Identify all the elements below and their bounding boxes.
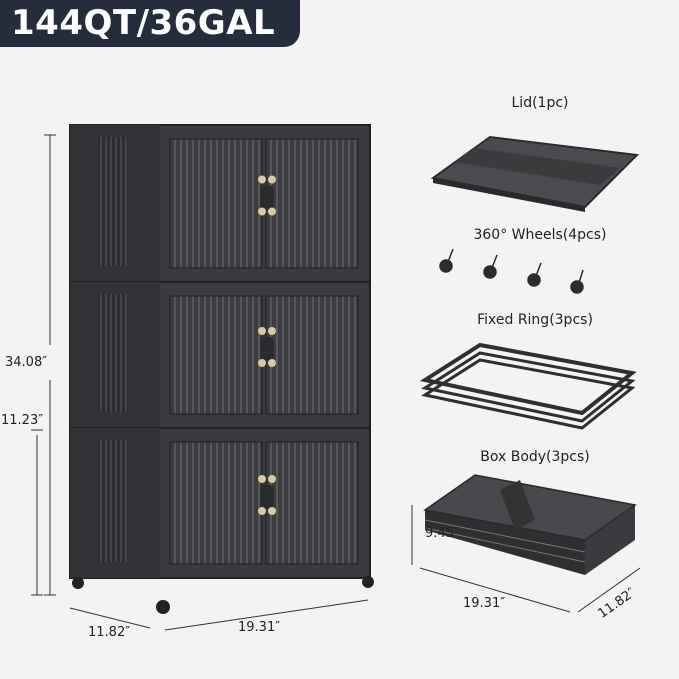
part-label-ring: Fixed Ring(3pcs) [477,312,593,328]
door-knob [268,359,276,367]
part-label-wheels: 360° Wheels(4pcs) [473,227,607,243]
door-handle [260,485,274,509]
part-label-box-body: Box Body(3pcs) [480,449,590,465]
cabinet-wheel [362,576,374,588]
door-knob [268,327,276,335]
door-knob [268,475,276,483]
wheel-icon [439,248,584,294]
cabinet-door-right [265,295,359,415]
dimension-box-height: 9.45″ [425,526,459,541]
door-knob [268,175,276,184]
box-body-icon [423,474,637,575]
lid-icon [430,135,640,212]
capacity-badge: 144QT/36GAL [0,0,300,47]
cabinet-door-left [169,441,263,565]
door-knob [258,475,266,483]
storage-cabinet [69,124,374,614]
cabinet-wheel [156,600,170,614]
cabinet-door-left [169,295,263,415]
side-vent [98,440,128,562]
dimension-lines [31,134,641,631]
door-knob [258,175,266,184]
cabinet-door-right [265,138,359,269]
part-label-lid: Lid(1pc) [511,95,569,111]
dimension-depth: 11.82″ [88,625,131,640]
cabinet-door-right [265,441,359,565]
cabinet-door-left [169,138,263,269]
door-knob [268,507,276,515]
cabinet-wheel [72,577,84,589]
dimension-box-width: 19.31″ [463,596,506,611]
door-knob [258,327,266,335]
door-handle [260,337,274,361]
dimension-tier-height: 11.23″ [1,413,44,428]
side-vent [98,137,128,266]
ring-icon [419,342,637,430]
side-vent [98,294,128,412]
door-handle [260,185,274,210]
dimension-total-height: 34.08″ [5,355,48,370]
dimension-width: 19.31″ [238,620,281,635]
door-knob [258,359,266,367]
door-knob [258,207,266,216]
door-knob [258,507,266,515]
door-knob [268,207,276,216]
